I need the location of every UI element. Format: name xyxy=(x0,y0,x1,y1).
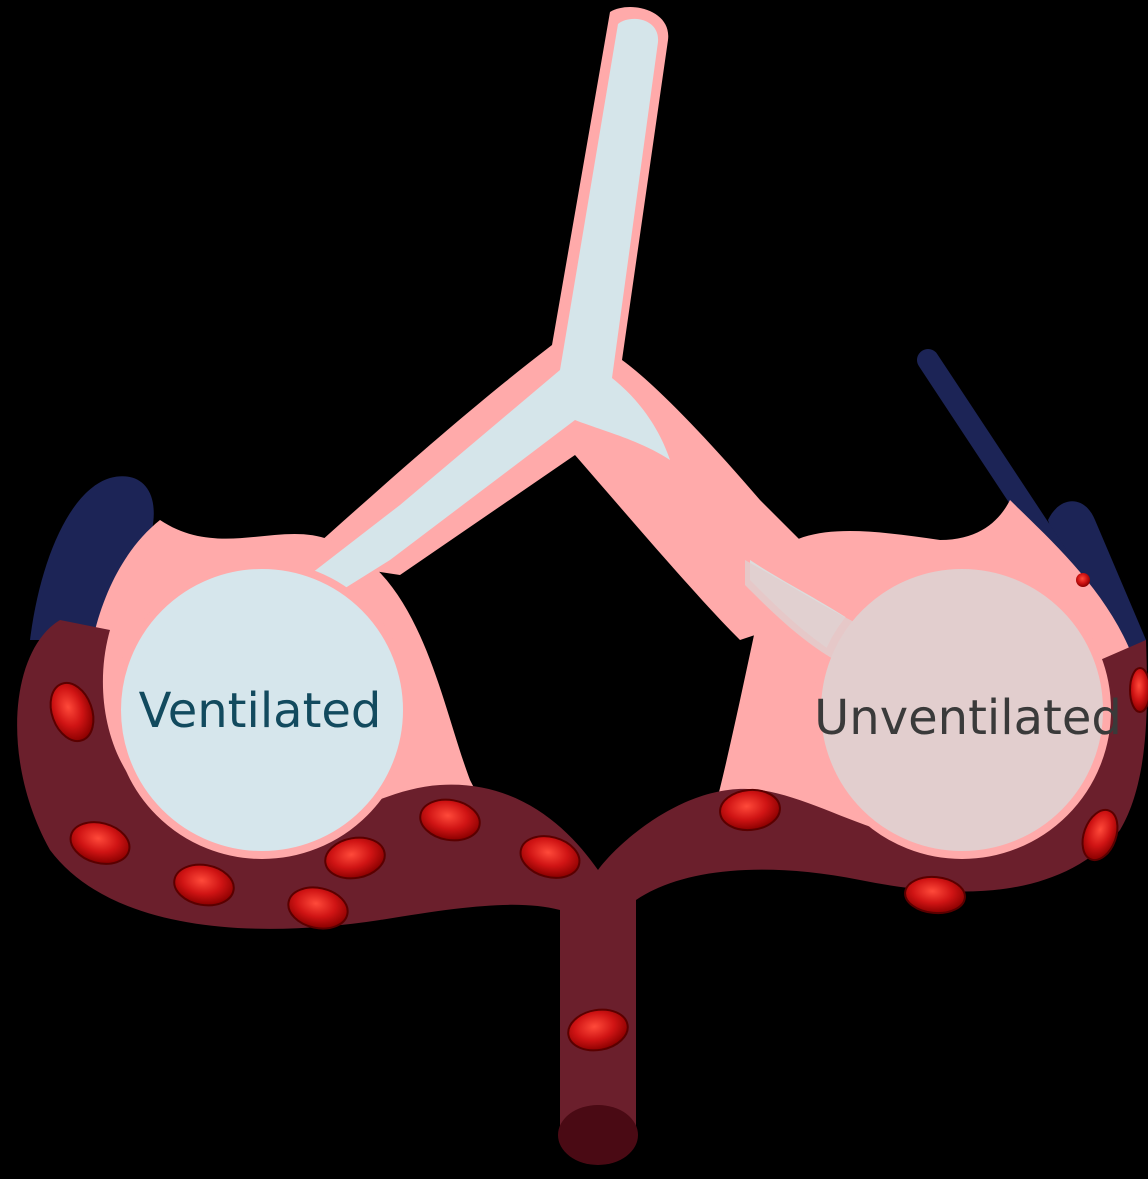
ventilated-label: Ventilated xyxy=(139,683,382,739)
red-blood-cell xyxy=(1130,668,1148,712)
capillary-outflow-cap xyxy=(558,1105,638,1165)
red-blood-cell xyxy=(1076,573,1090,587)
unventilated-label: Unventilated xyxy=(814,690,1122,746)
